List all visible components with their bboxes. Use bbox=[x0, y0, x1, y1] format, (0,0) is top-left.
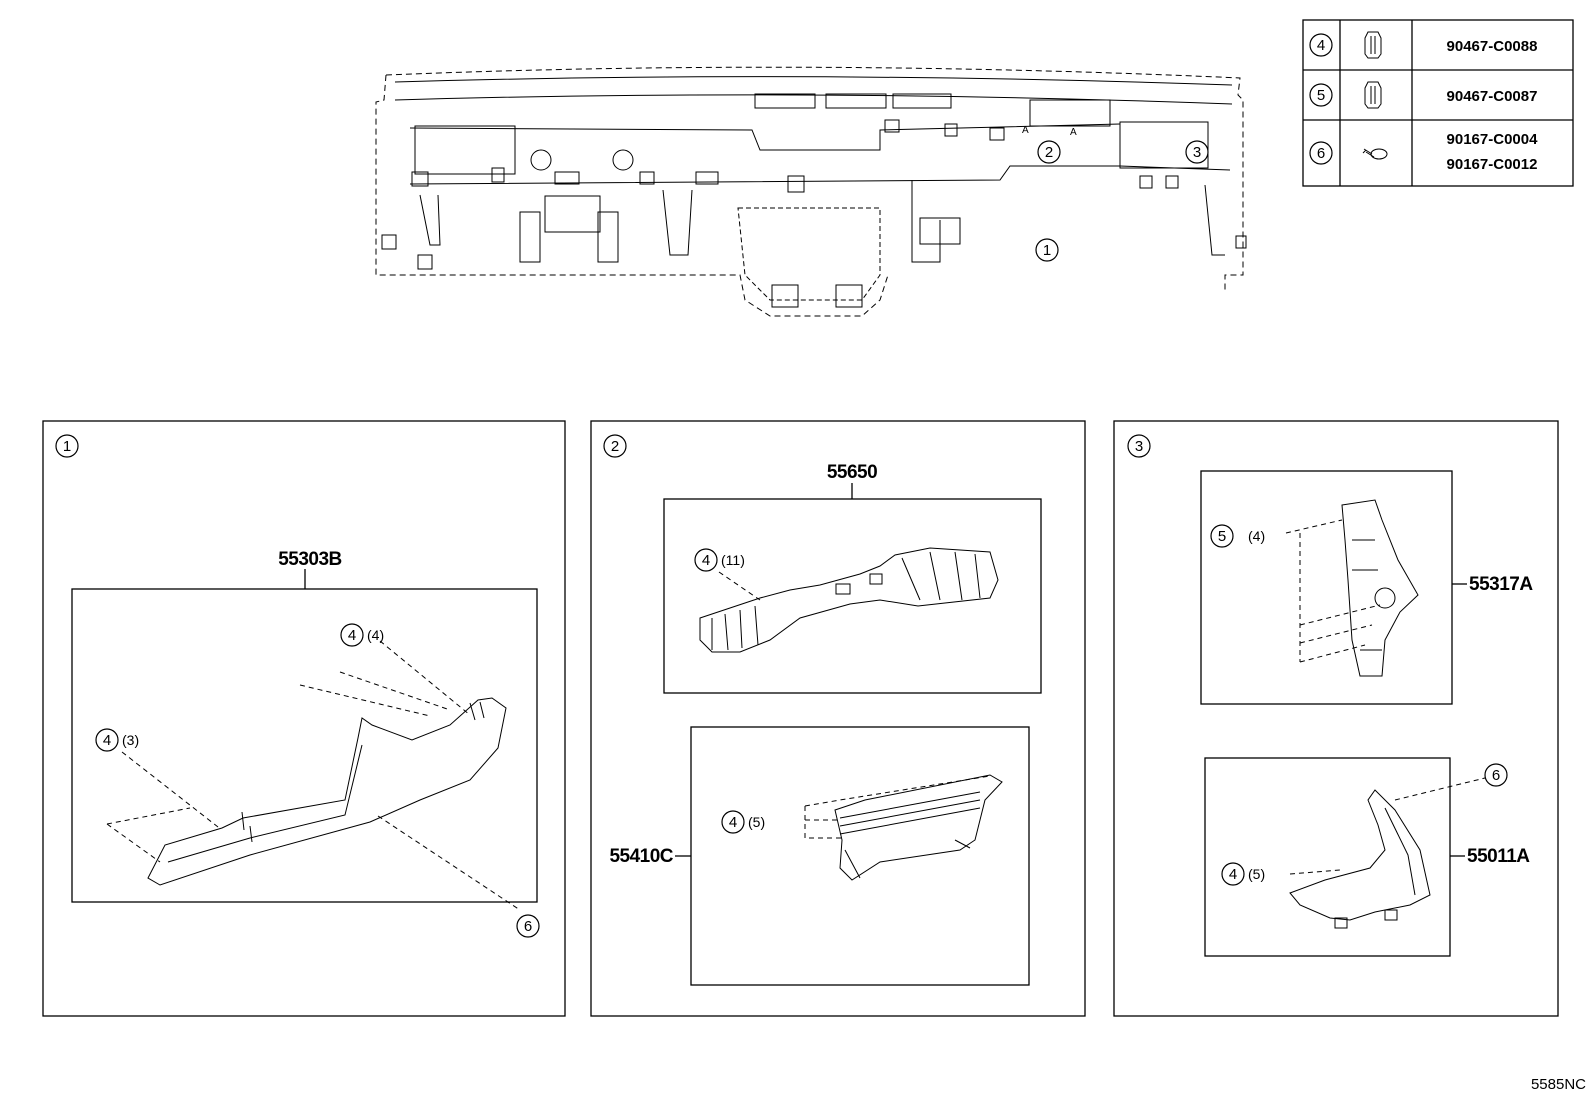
panel-1-ref-4a: 4 (4) bbox=[340, 623, 384, 647]
svg-text:6: 6 bbox=[1492, 767, 1500, 784]
panel-2-upper-leader bbox=[718, 571, 761, 601]
svg-text:4: 4 bbox=[729, 814, 737, 831]
panel-3-ref-lower: 4 (5) bbox=[1221, 862, 1265, 886]
svg-text:2: 2 bbox=[1045, 144, 1053, 161]
panel-1-ref-6: 6 bbox=[516, 914, 540, 938]
svg-text:4: 4 bbox=[348, 627, 356, 644]
side-panel-part bbox=[1341, 499, 1419, 677]
svg-text:3: 3 bbox=[1135, 438, 1143, 455]
legend-row-4: 4 90467-C0088 bbox=[1309, 31, 1538, 59]
svg-text:4: 4 bbox=[1229, 866, 1237, 883]
panel-2-ref-lower: 4 (5) bbox=[721, 810, 765, 834]
svg-text:A: A bbox=[1022, 125, 1029, 136]
instrument-panel-overview bbox=[375, 66, 1247, 317]
panel-1-ref-4b: 4 (3) bbox=[95, 728, 139, 752]
svg-text:6: 6 bbox=[1317, 145, 1325, 162]
legend-row-6: 6 90167-C0004 90167-C0012 bbox=[1309, 131, 1539, 173]
svg-text:A: A bbox=[1070, 127, 1077, 138]
panel-3-frame bbox=[1113, 420, 1559, 1017]
panel-1-frame bbox=[42, 420, 566, 1017]
lower-knee-panel-part bbox=[147, 697, 507, 886]
diagram-code: 5585NC bbox=[1530, 1076, 1586, 1093]
panel-3-marker: 3 bbox=[1127, 434, 1151, 458]
svg-text:90467-C0087: 90467-C0087 bbox=[1447, 88, 1538, 105]
clip-icon bbox=[1364, 31, 1382, 59]
center-vent-duct-part bbox=[699, 547, 999, 653]
panel-2-frame bbox=[590, 420, 1086, 1017]
center-register-part bbox=[834, 774, 1003, 881]
overview-callout-1: 1 bbox=[1035, 238, 1059, 262]
panel-1-leaders bbox=[106, 640, 521, 911]
svg-text:(5): (5) bbox=[748, 814, 765, 830]
svg-text:90167-C0012: 90167-C0012 bbox=[1447, 156, 1538, 173]
svg-text:1: 1 bbox=[1043, 242, 1051, 259]
legend-row-5: 5 90467-C0087 bbox=[1309, 81, 1538, 109]
svg-text:1: 1 bbox=[63, 438, 71, 455]
part-number-55011A: 55011A bbox=[1467, 846, 1530, 867]
panel-3-upper-leaders bbox=[1285, 519, 1381, 663]
part-number-55410C: 55410C bbox=[609, 846, 673, 867]
overview-markers: A A bbox=[1022, 125, 1077, 138]
svg-text:(11): (11) bbox=[721, 552, 745, 568]
svg-text:(3): (3) bbox=[122, 732, 139, 748]
svg-text:4: 4 bbox=[702, 552, 710, 569]
panel-2-lower-leaders bbox=[804, 775, 991, 839]
fastener-legend-table bbox=[1302, 19, 1574, 187]
clip-icon bbox=[1364, 81, 1382, 109]
svg-text:4: 4 bbox=[103, 732, 111, 749]
overview-callout-3: 3 bbox=[1185, 140, 1209, 164]
panel-1-marker: 1 bbox=[55, 434, 79, 458]
svg-text:(5): (5) bbox=[1248, 866, 1265, 882]
screw-icon bbox=[1362, 148, 1388, 160]
panel-3-lower-leaders bbox=[1289, 777, 1486, 875]
panel-3-ref-6: 6 bbox=[1484, 763, 1508, 787]
panel-2-marker: 2 bbox=[603, 434, 627, 458]
svg-text:90167-C0004: 90167-C0004 bbox=[1447, 131, 1539, 148]
svg-text:6: 6 bbox=[524, 918, 532, 935]
part-number-55303B: 55303B bbox=[278, 549, 342, 570]
svg-text:5: 5 bbox=[1317, 87, 1325, 104]
svg-text:5: 5 bbox=[1218, 528, 1226, 545]
panel-3-ref-upper: 5 (4) bbox=[1210, 524, 1265, 548]
part-number-55317A: 55317A bbox=[1469, 574, 1533, 595]
svg-text:(4): (4) bbox=[1248, 528, 1265, 544]
part-number-55650: 55650 bbox=[827, 462, 877, 483]
svg-text:3: 3 bbox=[1193, 144, 1201, 161]
panel-2-ref-upper: 4 (11) bbox=[694, 548, 745, 572]
console-trim-part bbox=[1289, 789, 1431, 929]
svg-text:(4): (4) bbox=[367, 627, 384, 643]
svg-text:90467-C0088: 90467-C0088 bbox=[1447, 38, 1538, 55]
svg-text:4: 4 bbox=[1317, 37, 1325, 54]
svg-text:2: 2 bbox=[611, 438, 619, 455]
overview-callout-2: 2 bbox=[1037, 140, 1061, 164]
